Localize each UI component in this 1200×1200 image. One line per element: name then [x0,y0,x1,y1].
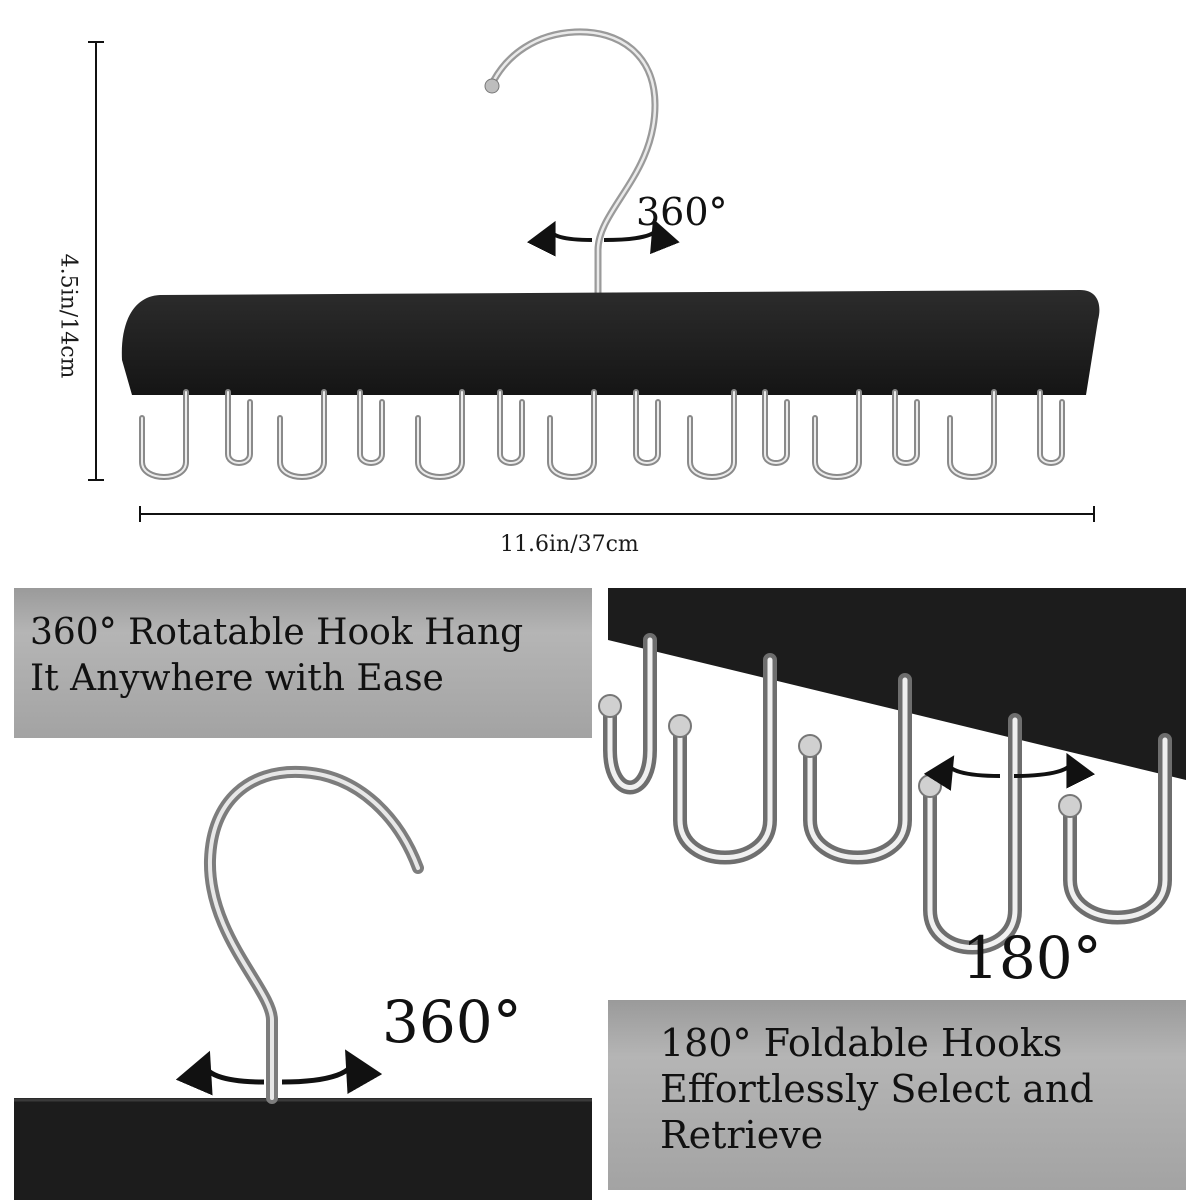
hook [1058,733,1172,925]
top-rotation-label: 360° [636,190,728,234]
hook [798,673,912,865]
rotate-arrow-icon [175,1049,383,1096]
hook [892,389,920,466]
hook [1037,389,1065,466]
width-dimension-label: 11.6in/37cm [500,532,639,557]
banner-line: Effortlessly Select and [660,1067,1094,1111]
foldable-feature-banner: 180° Foldable Hooks Effortlessly Select … [608,1000,1186,1190]
closeup-rotation-label: 360° [382,988,522,1056]
hook [415,389,465,480]
fold-angle-label: 180° [962,924,1102,992]
hanger-bar [121,290,1100,395]
hanger-top-hook [490,28,659,300]
banner-line: 360° Rotatable Hook Hang [30,612,524,653]
hook [918,713,1022,955]
hanger-underside-closeup [608,588,1186,780]
hook [947,389,997,480]
hook [547,389,597,480]
hook [633,389,661,466]
height-dimension-line [88,41,104,481]
rotatable-feature-banner: 360° Rotatable Hook Hang It Anywhere wit… [14,588,592,738]
rotate-arrow-icon [526,218,680,257]
hook-row [139,389,1065,480]
hook [277,389,327,480]
banner-line: Retrieve [660,1113,824,1157]
hook [762,389,790,466]
rotate-arrow-icon [923,752,1096,791]
closeup-hook-row [598,633,1172,955]
hook [598,633,657,795]
hanger-bar-closeup [14,1098,592,1200]
hook [497,389,525,466]
hook [225,389,253,466]
height-dimension-label: 4.5in/14cm [55,253,81,379]
width-dimension-line [139,506,1095,522]
hook [139,389,189,480]
hook [668,653,777,865]
hook [812,389,862,480]
banner-line: 180° Foldable Hooks [660,1021,1063,1065]
banner-line: It Anywhere with Ease [30,658,444,699]
hook [357,389,385,466]
hook [687,389,737,480]
